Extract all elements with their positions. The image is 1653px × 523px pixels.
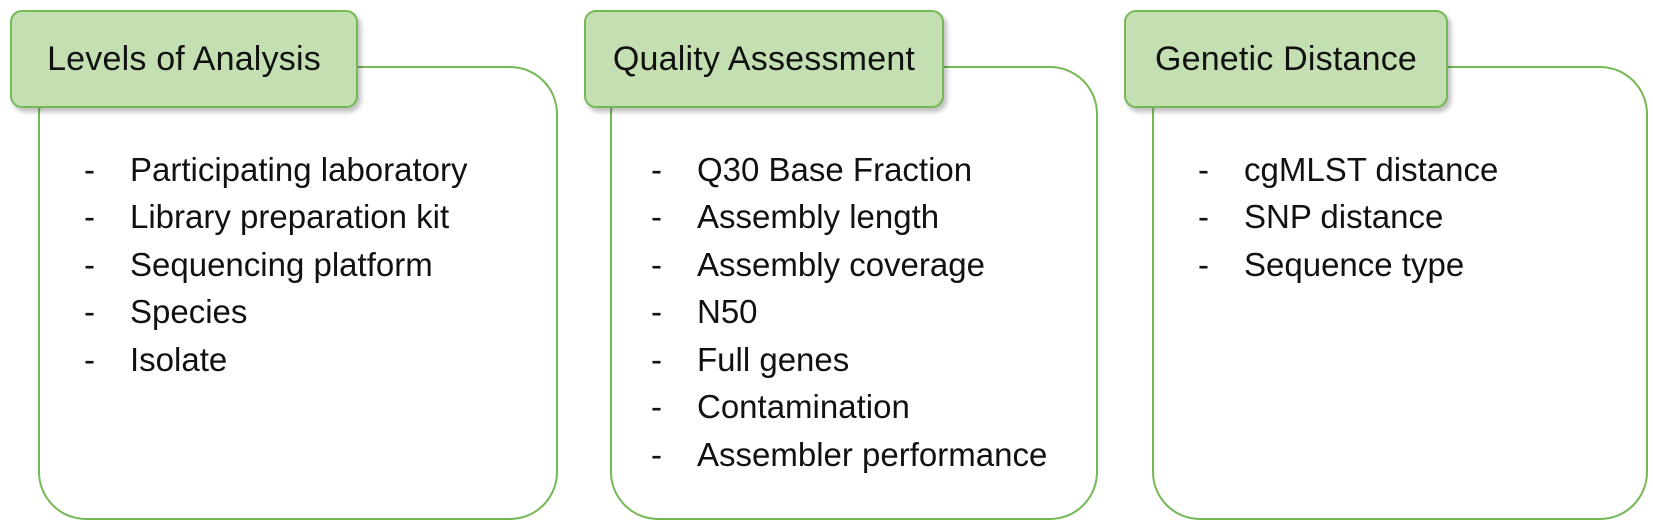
list-item: -SNP distance: [1198, 194, 1498, 242]
list-item: -Library preparation kit: [84, 194, 468, 242]
item-label: Assembly coverage: [697, 245, 985, 283]
item-label: Q30 Base Fraction: [697, 150, 973, 188]
item-label: Species: [130, 293, 248, 331]
item-label: Isolate: [130, 340, 228, 378]
bullet-dash: -: [651, 198, 662, 236]
panel-box: [1152, 66, 1648, 520]
list-item: -Assembly length: [651, 194, 1047, 242]
panel-header: Quality Assessment: [584, 10, 944, 108]
bullet-dash: -: [651, 150, 662, 188]
bullet-dash: -: [84, 198, 95, 236]
item-label: Full genes: [697, 340, 850, 378]
list-item: -Sequencing platform: [84, 241, 468, 289]
panel-header: Genetic Distance: [1124, 10, 1448, 108]
item-label: Assembly length: [697, 198, 940, 236]
list-item: -cgMLST distance: [1198, 146, 1498, 194]
bullet-dash: -: [84, 340, 95, 378]
list-item: -Contamination: [651, 384, 1047, 432]
list-item: -N50: [651, 289, 1047, 337]
item-label: SNP distance: [1244, 198, 1444, 236]
bullet-dash: -: [84, 293, 95, 331]
bullet-dash: -: [1198, 150, 1209, 188]
item-list: -Participating laboratory -Library prepa…: [84, 146, 468, 384]
item-label: Participating laboratory: [130, 150, 468, 188]
list-item: -Assembly coverage: [651, 241, 1047, 289]
list-item: -Participating laboratory: [84, 146, 468, 194]
bullet-dash: -: [1198, 198, 1209, 236]
bullet-dash: -: [84, 245, 95, 283]
list-item: -Sequence type: [1198, 241, 1498, 289]
bullet-dash: -: [1198, 245, 1209, 283]
item-label: cgMLST distance: [1244, 150, 1499, 188]
bullet-dash: -: [84, 150, 95, 188]
list-item: -Isolate: [84, 336, 468, 384]
item-list: -cgMLST distance -SNP distance -Sequence…: [1198, 146, 1498, 289]
list-item: -Species: [84, 289, 468, 337]
item-label: Library preparation kit: [130, 198, 450, 236]
item-label: Assembler performance: [697, 435, 1048, 473]
list-item: -Assembler performance: [651, 431, 1047, 479]
item-label: Contamination: [697, 388, 910, 426]
panel-box: [610, 66, 1098, 520]
item-label: Sequencing platform: [130, 245, 433, 283]
item-list: -Q30 Base Fraction -Assembly length -Ass…: [651, 146, 1047, 479]
bullet-dash: -: [651, 293, 662, 331]
list-item: -Full genes: [651, 336, 1047, 384]
item-label: N50: [697, 293, 758, 331]
panel-header: Levels of Analysis: [10, 10, 358, 108]
bullet-dash: -: [651, 388, 662, 426]
bullet-dash: -: [651, 340, 662, 378]
panel-box: [38, 66, 558, 520]
item-label: Sequence type: [1244, 245, 1465, 283]
list-item: -Q30 Base Fraction: [651, 146, 1047, 194]
bullet-dash: -: [651, 435, 662, 473]
bullet-dash: -: [651, 245, 662, 283]
